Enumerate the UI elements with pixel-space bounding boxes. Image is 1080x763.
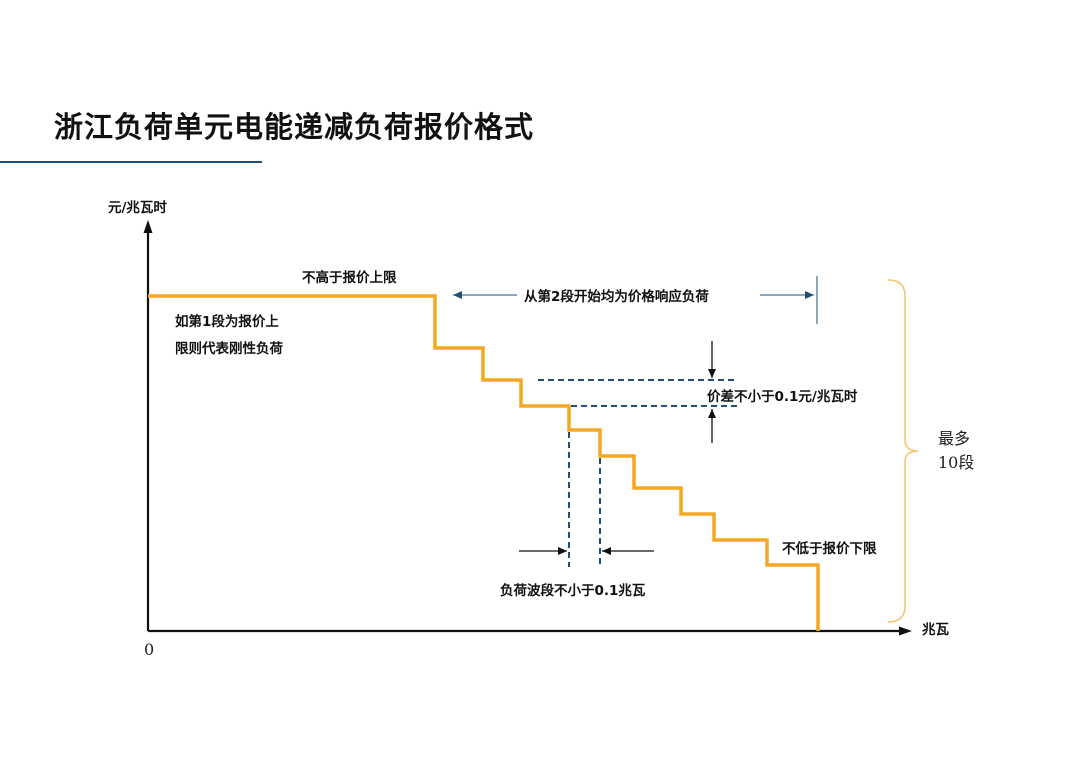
page-title: 浙江负荷单元电能递减负荷报价格式 — [54, 110, 535, 144]
segment-width-label: 负荷波段不小于0.1兆瓦 — [500, 582, 646, 599]
price-diff-label: 价差不小于0.1元/兆瓦时 — [707, 388, 858, 405]
x-axis-arrow-icon — [899, 626, 912, 636]
first-segment-note-line2: 限则代表刚性负荷 — [175, 340, 283, 357]
first-segment-note-line1: 如第1段为报价上 — [175, 313, 279, 330]
max-segments-brace — [887, 279, 919, 623]
price-step-line — [148, 294, 820, 631]
origin-label: 0 — [144, 640, 154, 659]
max-segments-label-line1: 最多 — [938, 429, 970, 448]
max-segments-label-line2: 10段 — [938, 453, 974, 472]
top-cap-label: 不高于报价上限 — [302, 269, 397, 286]
x-axis-label: 兆瓦 — [922, 622, 950, 638]
title-underline — [0, 161, 262, 163]
bottom-cap-label: 不低于报价下限 — [782, 540, 877, 557]
y-axis-arrow-icon — [143, 220, 153, 233]
price-response-label: 从第2段开始均为价格响应负荷 — [524, 288, 709, 305]
y-axis-label: 元/兆瓦时 — [108, 199, 167, 216]
